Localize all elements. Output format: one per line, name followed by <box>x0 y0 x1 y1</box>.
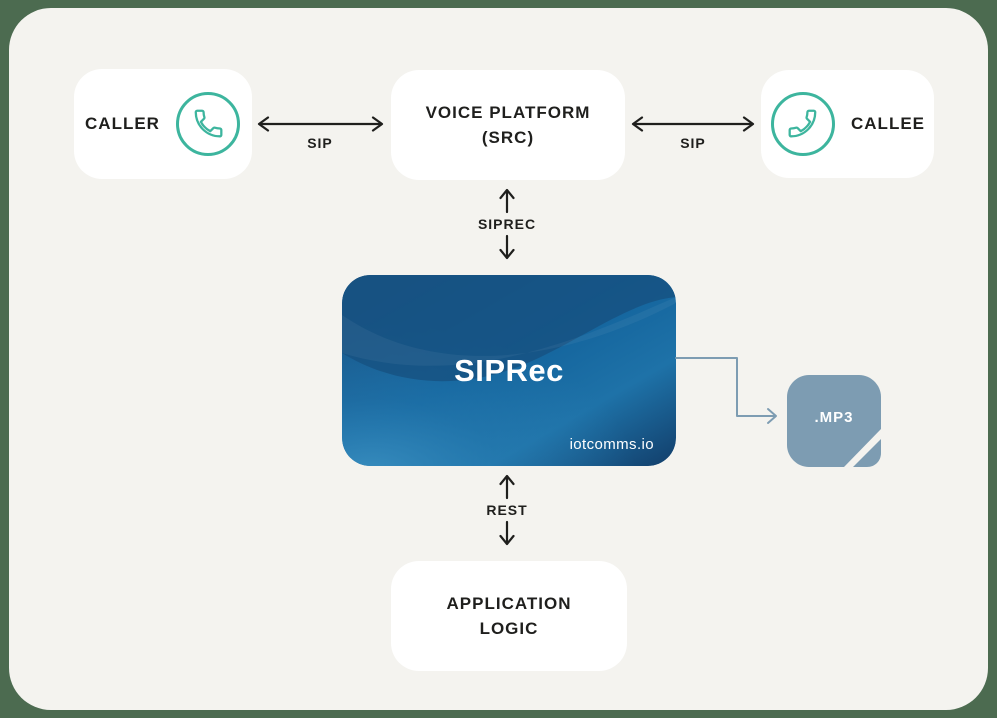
node-voice-platform: VOICE PLATFORM (SRC) <box>391 70 625 180</box>
node-caller: CALLER <box>74 69 252 179</box>
node-callee: CALLEE <box>761 70 934 178</box>
node-application-logic: APPLICATION LOGIC <box>391 561 627 671</box>
callee-label: CALLEE <box>851 114 925 134</box>
file-icon <box>787 375 881 467</box>
edge-caller-voice: SIP <box>252 115 388 153</box>
edge-voice-siprec: SIPREC <box>462 186 552 262</box>
edge-voice-callee: SIP <box>627 115 759 153</box>
node-siprec: SIPRec iotcomms.io <box>342 275 676 466</box>
double-arrow-icon <box>631 116 755 132</box>
phone-icon <box>175 92 240 156</box>
arrow-down-icon <box>499 234 515 260</box>
edge-label-siprec: SIPREC <box>477 216 537 232</box>
edge-siprec-mp3-arrow <box>675 357 777 424</box>
edge-label-sip-left: SIP <box>307 135 333 151</box>
edge-label-rest: REST <box>486 502 528 518</box>
arrow-down-icon <box>499 520 515 546</box>
caller-label: CALLER <box>85 114 160 134</box>
siprec-brand: iotcomms.io <box>569 436 654 453</box>
arrow-up-icon <box>499 474 515 500</box>
voice-platform-label-line2: (SRC) <box>481 128 535 147</box>
application-logic-label-line1: APPLICATION <box>446 593 572 613</box>
diagram-canvas: CALLER SIP VOICE PLATFORM (SRC) <box>9 8 988 710</box>
siprec-gradient-background <box>342 275 676 466</box>
double-arrow-icon <box>257 116 383 132</box>
voice-platform-label-line1: VOICE PLATFORM <box>425 102 591 122</box>
application-logic-label-line2: LOGIC <box>479 619 539 638</box>
arrow-up-icon <box>499 188 515 214</box>
edge-siprec-application: REST <box>462 472 552 548</box>
edge-label-sip-right: SIP <box>680 135 706 151</box>
phone-icon <box>771 92 835 156</box>
siprec-title: SIPRec <box>454 352 564 388</box>
mp3-label: .MP3 <box>814 408 854 426</box>
node-mp3-file: .MP3 <box>787 375 881 467</box>
